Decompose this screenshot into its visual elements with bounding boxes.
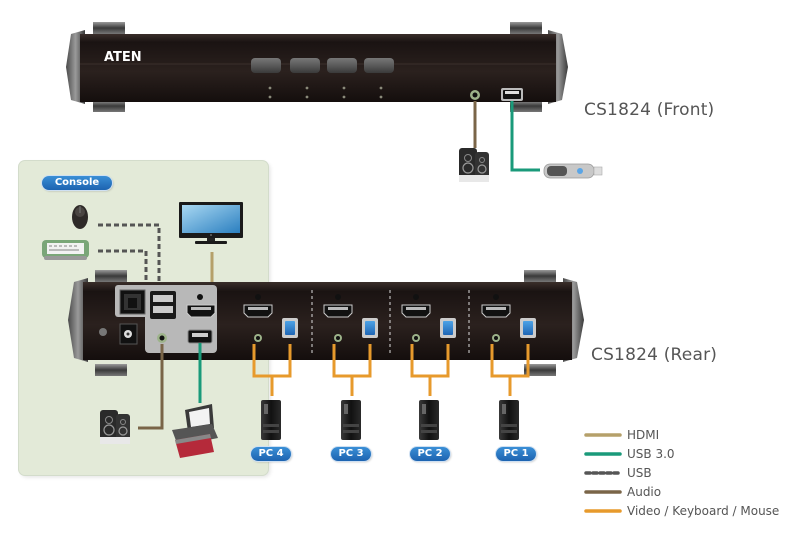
front-foot-bl bbox=[93, 100, 125, 112]
port-select-button-2[interactable] bbox=[290, 58, 320, 73]
pc-1-hdmi-port bbox=[481, 304, 511, 318]
legend-item-audio: Audio bbox=[586, 484, 661, 500]
pc-3-badge: PC 3 bbox=[331, 447, 371, 461]
pc-3-hdmi-port bbox=[323, 304, 353, 318]
pc-1-badge: PC 1 bbox=[496, 447, 536, 461]
console-speakers-icon bbox=[100, 410, 130, 444]
console-hdmi-port bbox=[186, 294, 216, 318]
front-foot-br bbox=[510, 100, 542, 112]
legend-item-usb3: USB 3.0 bbox=[586, 446, 675, 462]
printer-icon bbox=[172, 404, 218, 458]
front-foot-tr bbox=[510, 22, 542, 34]
mouse-icon bbox=[72, 205, 88, 229]
usb-flash-drive-icon bbox=[543, 163, 603, 179]
pc-3-hdmi-mount bbox=[335, 294, 341, 300]
front-device-label: CS1824 (Front) bbox=[584, 100, 715, 120]
speakers-icon bbox=[459, 148, 489, 182]
power-jack bbox=[99, 323, 138, 345]
front-foot-tl bbox=[93, 22, 125, 34]
front-audio-jack bbox=[470, 90, 480, 100]
console-audio-cable bbox=[138, 344, 164, 430]
console-badge: Console bbox=[42, 176, 112, 190]
front-selector-buttons bbox=[251, 58, 394, 99]
legend-label: HDMI bbox=[627, 428, 660, 442]
port-select-button-3[interactable] bbox=[327, 58, 357, 73]
keyboard-icon bbox=[42, 240, 89, 260]
legend-label: Audio bbox=[627, 485, 662, 499]
legend-item-video-keyboard-mouse: Video / Keyboard / Mouse bbox=[586, 503, 779, 519]
front-usb-port bbox=[501, 88, 523, 101]
pc-2-hdmi-mount bbox=[413, 294, 419, 300]
mouse-usb-cable bbox=[98, 223, 161, 290]
console-usb-ports bbox=[150, 291, 176, 319]
pc-4-badge: PC 4 bbox=[251, 447, 291, 461]
front-usb3-cable bbox=[510, 101, 540, 172]
pc-4-hdmi-port bbox=[243, 304, 273, 318]
port-leds bbox=[268, 86, 383, 99]
monitor-icon bbox=[179, 202, 243, 244]
console-audio-jack bbox=[157, 333, 167, 343]
rear-unit bbox=[68, 270, 584, 376]
console-usb3-port bbox=[187, 329, 213, 344]
port-select-button-1[interactable] bbox=[251, 58, 281, 73]
legend-item-usb: USB bbox=[586, 465, 652, 481]
legend-swatches bbox=[584, 433, 622, 513]
rj11-port bbox=[119, 289, 146, 315]
pc-1-hdmi-mount bbox=[493, 294, 499, 300]
pc-4-hdmi-mount bbox=[255, 294, 261, 300]
legend-label: USB 3.0 bbox=[627, 447, 675, 461]
pc-2-hdmi-port bbox=[401, 304, 431, 318]
port-select-button-4[interactable] bbox=[364, 58, 394, 73]
legend-item-hdmi: HDMI bbox=[586, 427, 659, 443]
rear-device-label: CS1824 (Rear) bbox=[591, 345, 718, 365]
aten-logo: ATEN bbox=[104, 50, 142, 65]
legend-label: USB bbox=[627, 466, 652, 480]
pc-port-sections bbox=[243, 294, 536, 440]
front-unit bbox=[66, 22, 568, 112]
pc-2-badge: PC 2 bbox=[410, 447, 450, 461]
keyboard-usb-cable bbox=[98, 249, 148, 290]
legend-label: Video / Keyboard / Mouse bbox=[627, 504, 780, 518]
